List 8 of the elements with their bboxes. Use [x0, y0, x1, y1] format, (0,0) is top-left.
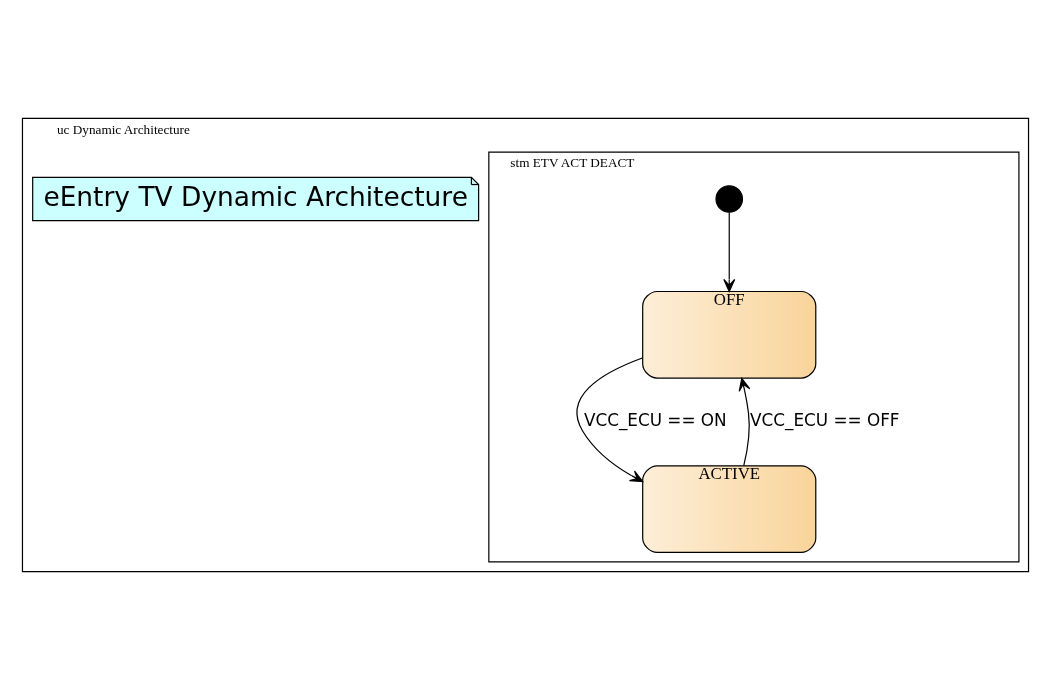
node-box: OFF — [642, 290, 817, 379]
edge-label: VCC_ECU == ON — [583, 409, 727, 430]
node-circle — [715, 184, 744, 213]
arrow — [576, 356, 644, 482]
arrow — [738, 377, 751, 466]
edge-label: VCC_ECU == OFF — [750, 409, 900, 430]
arrow — [723, 211, 736, 292]
node-box: ACTIVE — [642, 464, 817, 553]
